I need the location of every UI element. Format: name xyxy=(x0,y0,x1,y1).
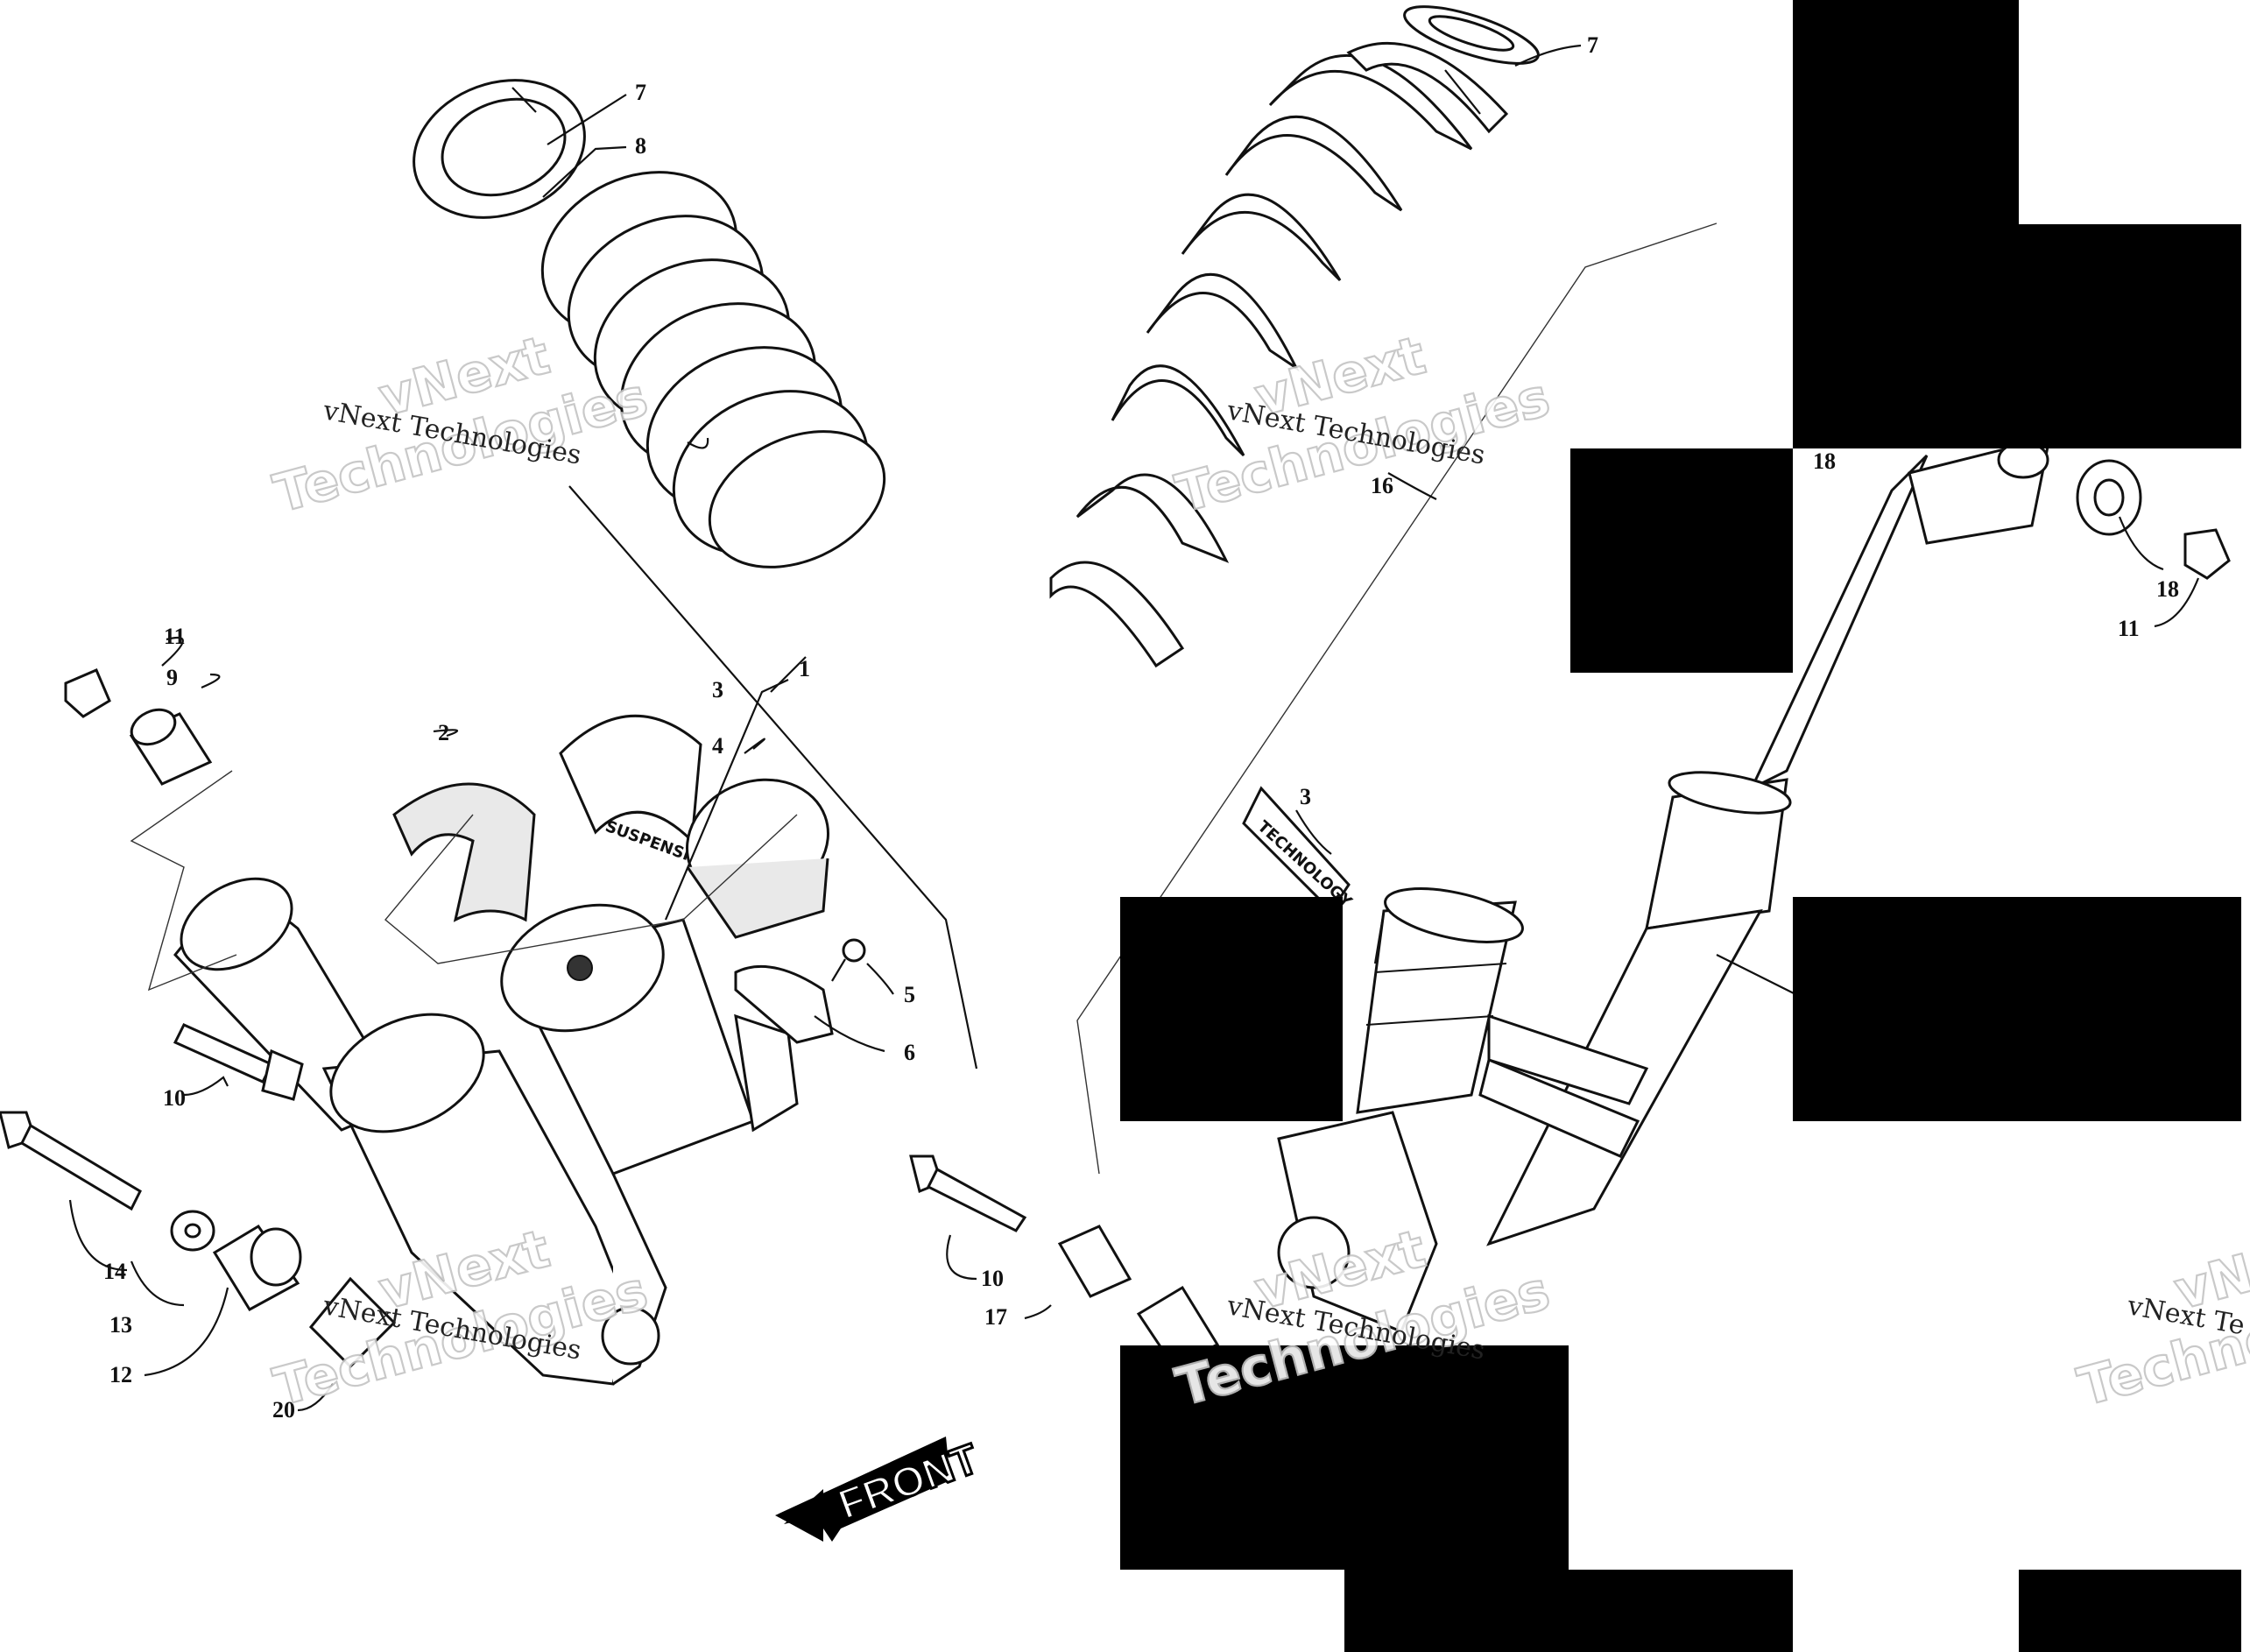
callout-5: 5 xyxy=(904,982,915,1007)
redaction-block xyxy=(1120,1345,1569,1570)
left-spring-seat-7 xyxy=(413,79,586,219)
right-bushing-18 xyxy=(2076,459,2142,536)
callout-numbers: 7 8 7 16 18 18 11 11 9 1 3 2 4 3 5 6 10 … xyxy=(103,32,2179,1423)
left-bushing-9 xyxy=(129,708,213,786)
right-shock-body xyxy=(1277,435,2051,1333)
redaction-block xyxy=(1793,0,2019,224)
callout-4: 4 xyxy=(712,733,723,759)
callout-7-left: 7 xyxy=(635,80,646,105)
callout-3-left: 3 xyxy=(712,677,723,702)
callout-12: 12 xyxy=(109,1362,132,1387)
callout-10-right: 10 xyxy=(981,1266,1004,1291)
left-screw-5 xyxy=(831,938,866,982)
redaction-block xyxy=(1793,897,2241,1121)
redaction-block xyxy=(1570,448,1793,673)
callout-13: 13 xyxy=(109,1312,132,1338)
left-washer-13 xyxy=(170,1210,215,1252)
left-bushing-12 xyxy=(212,1224,302,1311)
right-spacer-17 xyxy=(1057,1225,1132,1298)
callout-14: 14 xyxy=(103,1259,126,1284)
right-coil-spring-16 xyxy=(1049,41,1509,668)
redaction-block xyxy=(2019,1570,2241,1652)
right-leader-lines xyxy=(946,44,2200,1320)
front-label: FRONT xyxy=(833,1436,984,1528)
callout-9: 9 xyxy=(166,665,178,690)
callout-1: 1 xyxy=(799,656,810,681)
redaction-block xyxy=(1120,897,1343,1121)
callout-18-right: 18 xyxy=(2156,576,2179,602)
redaction-blocks xyxy=(1120,0,2241,1652)
callout-6: 6 xyxy=(904,1040,915,1065)
callout-11-right: 11 xyxy=(2118,616,2140,641)
redaction-block xyxy=(1793,224,2241,448)
callout-11-left: 11 xyxy=(164,624,186,649)
left-knob-6 xyxy=(734,964,834,1044)
callout-2: 2 xyxy=(438,720,449,745)
callout-16: 16 xyxy=(1371,473,1393,498)
right-nut-11 xyxy=(2183,528,2231,580)
left-coil-spring-8 xyxy=(540,171,886,568)
left-leader-lines xyxy=(68,94,978,1412)
callout-17: 17 xyxy=(984,1304,1007,1330)
left-bearing-20 xyxy=(308,1276,397,1369)
left-bolt-10 xyxy=(173,1023,304,1101)
front-direction-arrow: FRONT xyxy=(775,1434,986,1542)
callout-20: 20 xyxy=(272,1397,295,1423)
callout-18-top: 18 xyxy=(1813,448,1836,474)
left-bolt-14 xyxy=(0,1111,142,1211)
left-band-4 xyxy=(686,778,829,939)
left-shock-body-1 xyxy=(173,877,799,1386)
callout-3-right: 3 xyxy=(1300,784,1311,809)
redaction-block xyxy=(1344,1570,1793,1652)
left-seal-2 xyxy=(392,782,536,922)
callout-7-right: 7 xyxy=(1587,32,1598,58)
left-nut-11 xyxy=(64,668,111,718)
callout-8: 8 xyxy=(635,133,646,159)
right-bolt-10 xyxy=(909,1154,1027,1232)
callout-10-left: 10 xyxy=(163,1085,186,1111)
